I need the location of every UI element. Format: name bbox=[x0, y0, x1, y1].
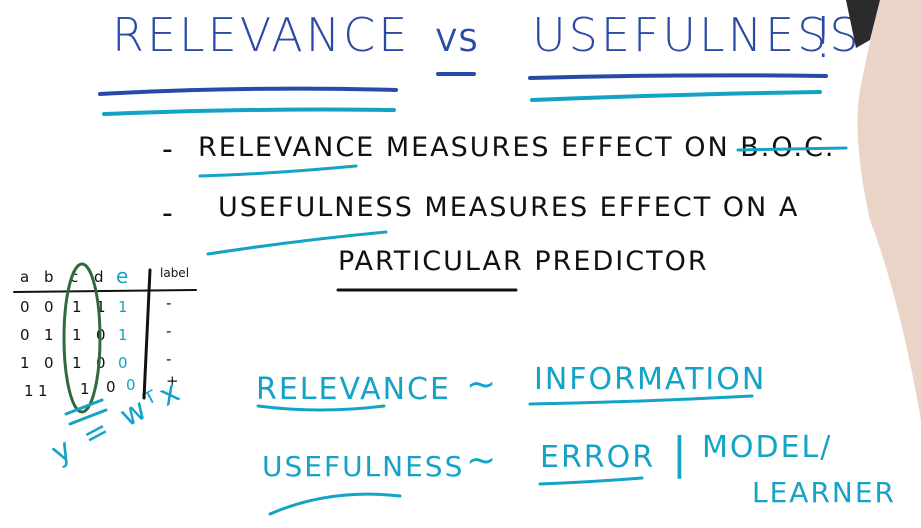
bullet-text-1: Relevance Measures Effect on B.O.C. bbox=[198, 132, 836, 163]
bullet-dash-1: - bbox=[162, 132, 175, 167]
table-cell: 0 bbox=[44, 354, 54, 372]
table-header-line bbox=[13, 289, 197, 293]
pen-tip bbox=[846, 0, 880, 48]
table-cell: 1 bbox=[72, 298, 82, 316]
underline-relevance bbox=[198, 164, 358, 178]
hand-shape bbox=[857, 0, 921, 420]
relation-bar: | bbox=[672, 428, 689, 479]
relation-tilde-1: ~ bbox=[466, 364, 499, 405]
col-header-d: d bbox=[94, 268, 104, 286]
bullet-dash-2: - bbox=[162, 196, 175, 231]
relation-tilde-2: ~ bbox=[466, 440, 499, 481]
underline-relevance-2 bbox=[256, 404, 386, 412]
table-cell: 1 bbox=[96, 298, 106, 316]
table-label-divider bbox=[142, 268, 152, 400]
table-cell: 1 bbox=[72, 354, 82, 372]
table-cell: - bbox=[166, 322, 172, 340]
table-cell: 0 bbox=[96, 354, 106, 372]
title-relevance: Relevance bbox=[112, 8, 411, 62]
title-usefulness: Usefulness bbox=[532, 8, 862, 62]
table-cell: 1 bbox=[24, 382, 34, 400]
underline-usefulness bbox=[206, 230, 388, 256]
underline-usefulness-2 bbox=[268, 492, 402, 516]
relation-relevance: Relevance bbox=[256, 372, 451, 407]
col-header-a: a bbox=[20, 268, 30, 286]
title-underline-left-1 bbox=[98, 86, 398, 96]
col-header-label: label bbox=[160, 266, 190, 280]
relation-error: Error bbox=[540, 440, 656, 475]
table-cell: 0 bbox=[20, 298, 30, 316]
title-underline-left-2 bbox=[102, 107, 396, 116]
title-exclamation: ! bbox=[812, 6, 838, 71]
table-cell: 1 bbox=[118, 298, 128, 316]
table-cell: 1 bbox=[38, 382, 48, 400]
underline-information bbox=[528, 394, 754, 406]
table-cell: 0 bbox=[118, 354, 128, 372]
bullet-text-3: Particular Predictor bbox=[338, 246, 709, 277]
col-header-b: b bbox=[44, 268, 54, 286]
table-cell: 0 bbox=[20, 326, 30, 344]
underline-error bbox=[538, 476, 644, 486]
table-cell: 0 bbox=[44, 298, 54, 316]
relation-information: Information bbox=[534, 362, 767, 397]
circle-mark-1 bbox=[64, 398, 104, 416]
title-underline-right-1 bbox=[528, 73, 828, 80]
col-header-c: c bbox=[70, 268, 79, 286]
table-cell: 1 bbox=[44, 326, 54, 344]
relation-learner: Learner bbox=[752, 476, 896, 509]
table-cell: 1 bbox=[80, 380, 90, 398]
table-cell: + bbox=[166, 372, 179, 390]
bullet-text-2: Usefulness Measures Effect on a bbox=[218, 192, 800, 223]
table-cell: - bbox=[166, 350, 172, 368]
table-cell: 1 bbox=[20, 354, 30, 372]
table-cell: 1 bbox=[118, 326, 128, 344]
table-cell: - bbox=[166, 294, 172, 312]
table-cell: 0 bbox=[126, 376, 136, 394]
title-vs: vs bbox=[436, 24, 480, 59]
circle-mark-2 bbox=[68, 408, 108, 426]
table-cell: 1 bbox=[72, 326, 82, 344]
table-cell: 0 bbox=[106, 378, 116, 396]
col-header-e: e bbox=[116, 264, 129, 288]
relation-model: Model/ bbox=[702, 430, 833, 465]
column-c-circle bbox=[62, 262, 102, 414]
title-underline-right-2 bbox=[530, 90, 822, 102]
feature-table: a b c d e label 0 0 1 1 1 - 0 1 1 0 1 - … bbox=[14, 262, 204, 412]
relation-usefulness: Usefulness bbox=[262, 450, 465, 483]
underline-boc bbox=[736, 146, 848, 152]
